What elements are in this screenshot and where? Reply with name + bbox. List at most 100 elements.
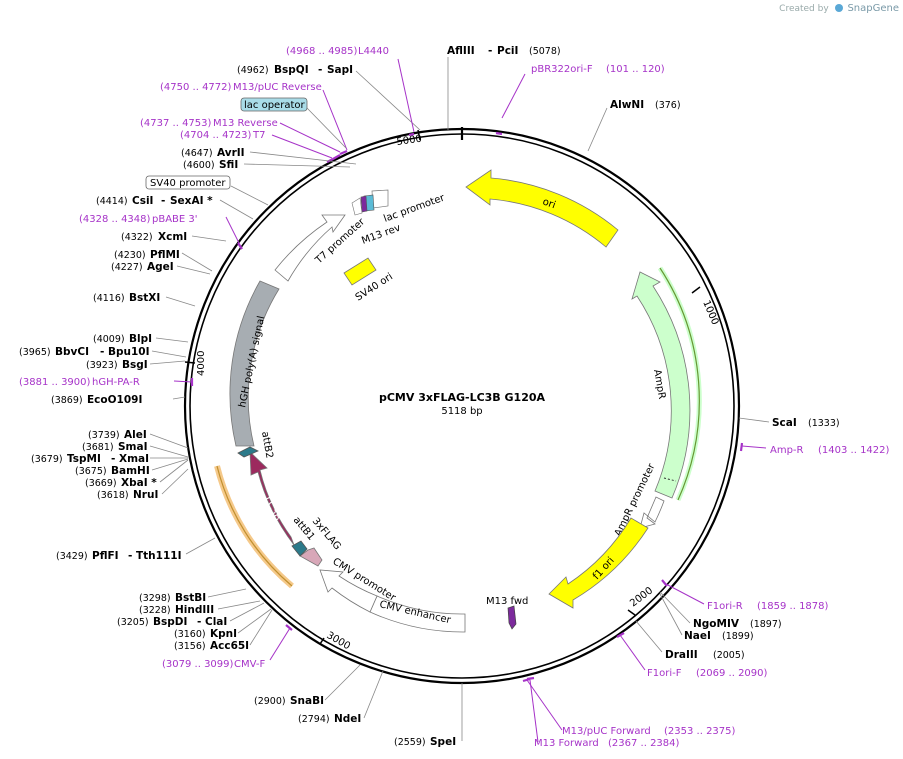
- l4440-mark: [408, 132, 415, 137]
- enzyme-naei[interactable]: NaeI(1899): [684, 630, 754, 642]
- ampr-promoter-feature[interactable]: [639, 496, 665, 529]
- enzyme-spei[interactable]: (2559)SpeI: [394, 736, 456, 748]
- primer-f1ori-f[interactable]: F1ori-F(2069 .. 2090): [647, 668, 768, 679]
- hgh-polya-feature[interactable]: [229, 280, 280, 447]
- primer-m13-reverse[interactable]: (4737 .. 4753)M13 Reverse: [140, 118, 278, 129]
- enzyme-acc65i[interactable]: (3156)Acc65I: [174, 640, 249, 652]
- enzyme-name: SnaBI: [290, 695, 324, 707]
- enzyme-position: (3205): [117, 617, 149, 628]
- m13-rev-feature[interactable]: [360, 195, 368, 213]
- primer-position: (3881 .. 3900): [19, 377, 91, 388]
- enzyme-name: AflIII: [447, 45, 475, 57]
- enzyme-alwni[interactable]: AlwNI(376): [610, 99, 681, 111]
- enzyme-name: AleI: [124, 429, 147, 441]
- enzyme-bamhi[interactable]: (3675)BamHI: [75, 465, 150, 477]
- lac-operator-box[interactable]: lac operator: [240, 97, 308, 112]
- primer-labels: (4968 .. 4985)L4440 pBR322ori-F(101 .. 1…: [19, 46, 890, 749]
- enzyme-name: BsgI: [122, 359, 148, 371]
- enzyme-name: AlwNI: [610, 99, 644, 111]
- ampr-feature[interactable]: [631, 271, 691, 499]
- enzyme-ecoo109i[interactable]: (3869)EcoO109I: [51, 394, 142, 406]
- enzyme-pflmi[interactable]: (4230)PflMI: [114, 249, 180, 261]
- primer-m13-forward[interactable]: M13 Forward(2367 .. 2384): [534, 738, 680, 749]
- enzyme-bbvci[interactable]: (3965)BbvCI-Bpu10I: [19, 346, 150, 358]
- enzyme-name: HindIII: [175, 604, 214, 616]
- enzyme-position: (4414): [96, 196, 128, 207]
- primer-m13puc-rev[interactable]: (4750 .. 4772)M13/pUC Reverse: [160, 82, 322, 93]
- sv40-promoter-box-bg: [145, 175, 231, 190]
- enzyme-xcmi[interactable]: (4322)XcmI: [121, 231, 187, 243]
- tick-mark-5000: [417, 129, 421, 141]
- attb2-label: attB2: [259, 431, 275, 460]
- enzyme-agei[interactable]: (4227)AgeI: [111, 261, 174, 273]
- enzyme-hindiii[interactable]: (3228)HindIII: [139, 604, 214, 616]
- primer-amp-r[interactable]: Amp-R(1403 .. 1422): [770, 445, 890, 456]
- enzyme-draiii[interactable]: DraIII(2005): [665, 649, 745, 661]
- enzyme-smai[interactable]: (3681)SmaI: [82, 441, 148, 453]
- enzyme-position: (3923): [86, 360, 118, 371]
- enzyme-name: BspQI: [274, 64, 309, 76]
- lac-promoter-feature[interactable]: [371, 189, 389, 209]
- enzyme-tspmi[interactable]: (3679)TspMI-XmaI: [31, 453, 149, 465]
- primer-t7[interactable]: (4704 .. 4723)T7: [180, 130, 265, 141]
- attb2-feature[interactable]: [237, 446, 259, 458]
- enzyme-position: (1899): [722, 631, 754, 642]
- primer-pbr322orif[interactable]: pBR322ori-F(101 .. 120): [531, 64, 665, 75]
- primer-l4440[interactable]: (4968 .. 4985)L4440: [286, 46, 389, 57]
- enzyme-name-separator: -: [111, 453, 115, 465]
- primer-f1ori-r[interactable]: F1ori-R(1859 .. 1878): [707, 601, 829, 612]
- t7-promoter-feature[interactable]: [274, 214, 346, 282]
- m13-fwd-mark: [526, 676, 535, 681]
- enzyme-snabi[interactable]: (2900)SnaBI: [254, 695, 324, 707]
- enzyme-bspdi[interactable]: (3205)BspDI-ClaI: [117, 616, 227, 628]
- primer-position: (2353 .. 2375): [664, 726, 736, 737]
- enzyme-name: KpnI: [210, 628, 237, 640]
- m13-fwd-feature[interactable]: [507, 605, 517, 630]
- enzyme-blpi[interactable]: (4009)BlpI: [93, 333, 152, 345]
- enzyme-bspqi[interactable]: (4962)BspQI-SapI: [237, 64, 353, 76]
- enzyme-bstbi[interactable]: (3298)BstBI: [139, 592, 206, 604]
- enzyme-csii[interactable]: (4414)CsiI-SexAI *: [96, 195, 213, 207]
- attb1-feature[interactable]: [291, 540, 308, 557]
- primer-pbabe3[interactable]: (4328 .. 4348)pBABE 3': [79, 214, 198, 225]
- cmv-promoter-feature[interactable]: [319, 569, 378, 613]
- enzyme-bstxi[interactable]: (4116)BstXI: [93, 292, 160, 304]
- enzyme-leaders: [149, 57, 770, 741]
- enzyme-position: (3965): [19, 347, 51, 358]
- snapgene-logo-icon: [834, 4, 843, 12]
- primer-name: L4440: [358, 46, 389, 57]
- f1ori-feature[interactable]: [548, 517, 649, 609]
- sv40-promoter-box[interactable]: SV40 promoter: [145, 175, 231, 190]
- enzyme-kpni[interactable]: (3160)KpnI: [174, 628, 237, 640]
- enzyme-name-separator: -: [161, 195, 165, 207]
- enzyme-sfii[interactable]: (4600)SfiI: [183, 159, 238, 171]
- enzyme-scai[interactable]: ScaI(1333): [772, 417, 840, 429]
- ampr-label: AmpR: [651, 369, 667, 400]
- sv40-promoter-feature[interactable]: [351, 197, 363, 216]
- primer-position: (2367 .. 2384): [608, 738, 680, 749]
- sv40-ori-feature[interactable]: [343, 257, 377, 286]
- enzyme-pflfi[interactable]: (3429)PflFI-Tth111I: [56, 550, 181, 562]
- primer-leaders: [173, 58, 767, 743]
- primer-m13puc-fwd[interactable]: M13/pUC Forward(2353 .. 2375): [562, 726, 736, 737]
- enzyme-aflIII[interactable]: AflIII-PciI(5078): [447, 45, 561, 57]
- enzyme-ndei[interactable]: (2794)NdeI: [298, 713, 361, 725]
- primer-hgh-pa-r[interactable]: (3881 .. 3900)hGH-PA-R: [19, 377, 140, 388]
- enzyme-bsgi[interactable]: (3923) BsgI: [86, 359, 148, 371]
- enzyme-ngomiv[interactable]: NgoMIV(1897): [693, 618, 782, 630]
- lc3b-feature[interactable]: [249, 451, 295, 546]
- enzyme-name: DraIII: [665, 649, 698, 661]
- primer-position: (3079 .. 3099): [162, 659, 234, 670]
- enzyme-nrui[interactable]: (3618)NruI: [97, 489, 158, 501]
- ori-feature[interactable]: [465, 169, 619, 248]
- enzyme-alei[interactable]: (3739)AleI: [88, 429, 147, 441]
- enzyme-position: (1333): [808, 418, 840, 429]
- enzyme-xbai[interactable]: (3669)XbaI *: [85, 477, 157, 489]
- 3xflag-feature[interactable]: [299, 547, 323, 567]
- pbabe3-mark: [237, 242, 243, 250]
- m13-fwd-label: M13 fwd: [486, 596, 528, 607]
- primer-cmv-f[interactable]: (3079 .. 3099)CMV-F: [162, 659, 265, 670]
- enzyme-name-alt: ClaI: [205, 616, 227, 628]
- tick-1000: 1000: [700, 299, 720, 327]
- enzyme-avrii[interactable]: (4647)AvrII: [181, 147, 245, 159]
